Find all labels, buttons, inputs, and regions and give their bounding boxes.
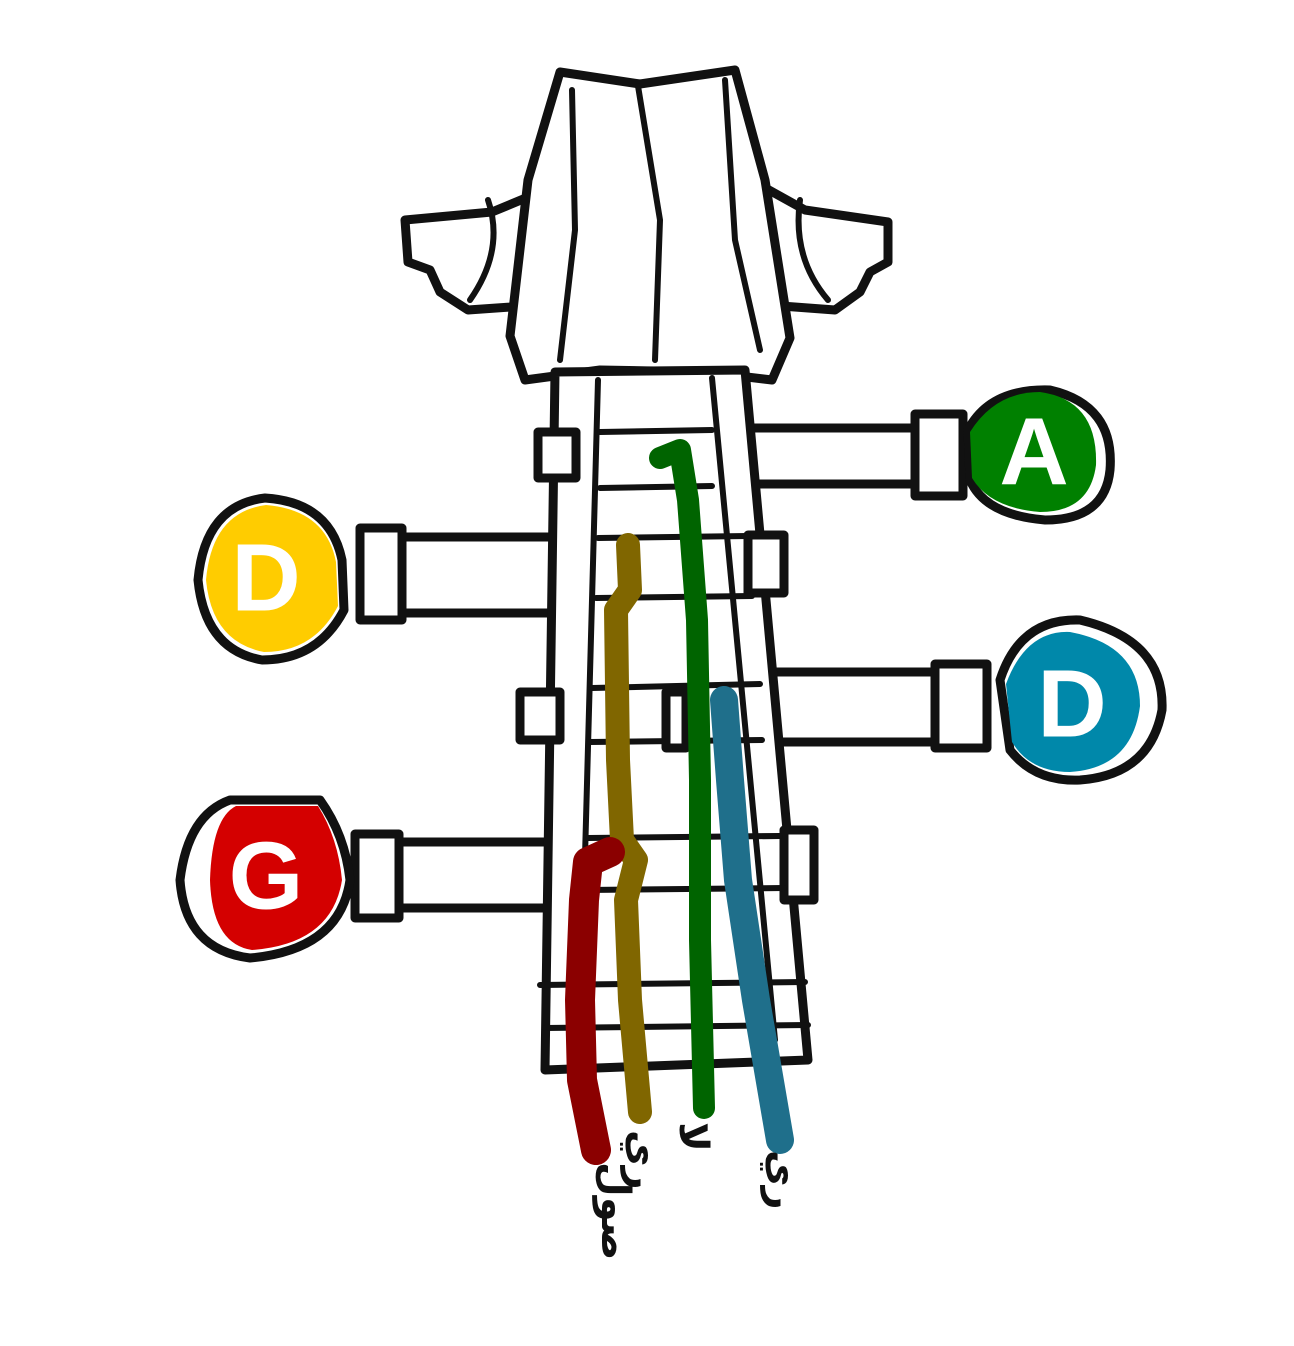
string-label-sol: صول bbox=[592, 1162, 638, 1260]
scroll bbox=[400, 65, 893, 385]
peg-fill-d-left bbox=[206, 505, 338, 652]
peg-head-d-left: D bbox=[193, 493, 349, 665]
peg-fill-d-right bbox=[1006, 631, 1140, 772]
string-re-blue bbox=[710, 686, 794, 1154]
peg-fill-g bbox=[210, 806, 342, 950]
peg-label-g: G bbox=[229, 823, 304, 930]
string-label-re-blue: ري bbox=[760, 1150, 806, 1210]
peg-label-a: A bbox=[999, 399, 1068, 506]
string-la bbox=[649, 439, 715, 1119]
peg-label-d-left: D bbox=[231, 525, 300, 632]
string-label-la: لا bbox=[670, 1122, 716, 1152]
peg-heads: A D D G bbox=[175, 385, 1167, 963]
peg-head-d-right: D bbox=[995, 615, 1167, 785]
peg-head-a: A bbox=[963, 385, 1115, 525]
peg-head-g: G bbox=[175, 795, 355, 963]
peg-label-d-right: D bbox=[1037, 651, 1106, 758]
string-re-yellow bbox=[604, 533, 652, 1124]
peg-fill-a bbox=[970, 392, 1097, 512]
string-labels: صول ري لا ري bbox=[592, 1122, 806, 1260]
string-sol bbox=[565, 837, 625, 1165]
string-label-re-yellow: ري bbox=[620, 1130, 666, 1190]
strings bbox=[565, 439, 794, 1165]
